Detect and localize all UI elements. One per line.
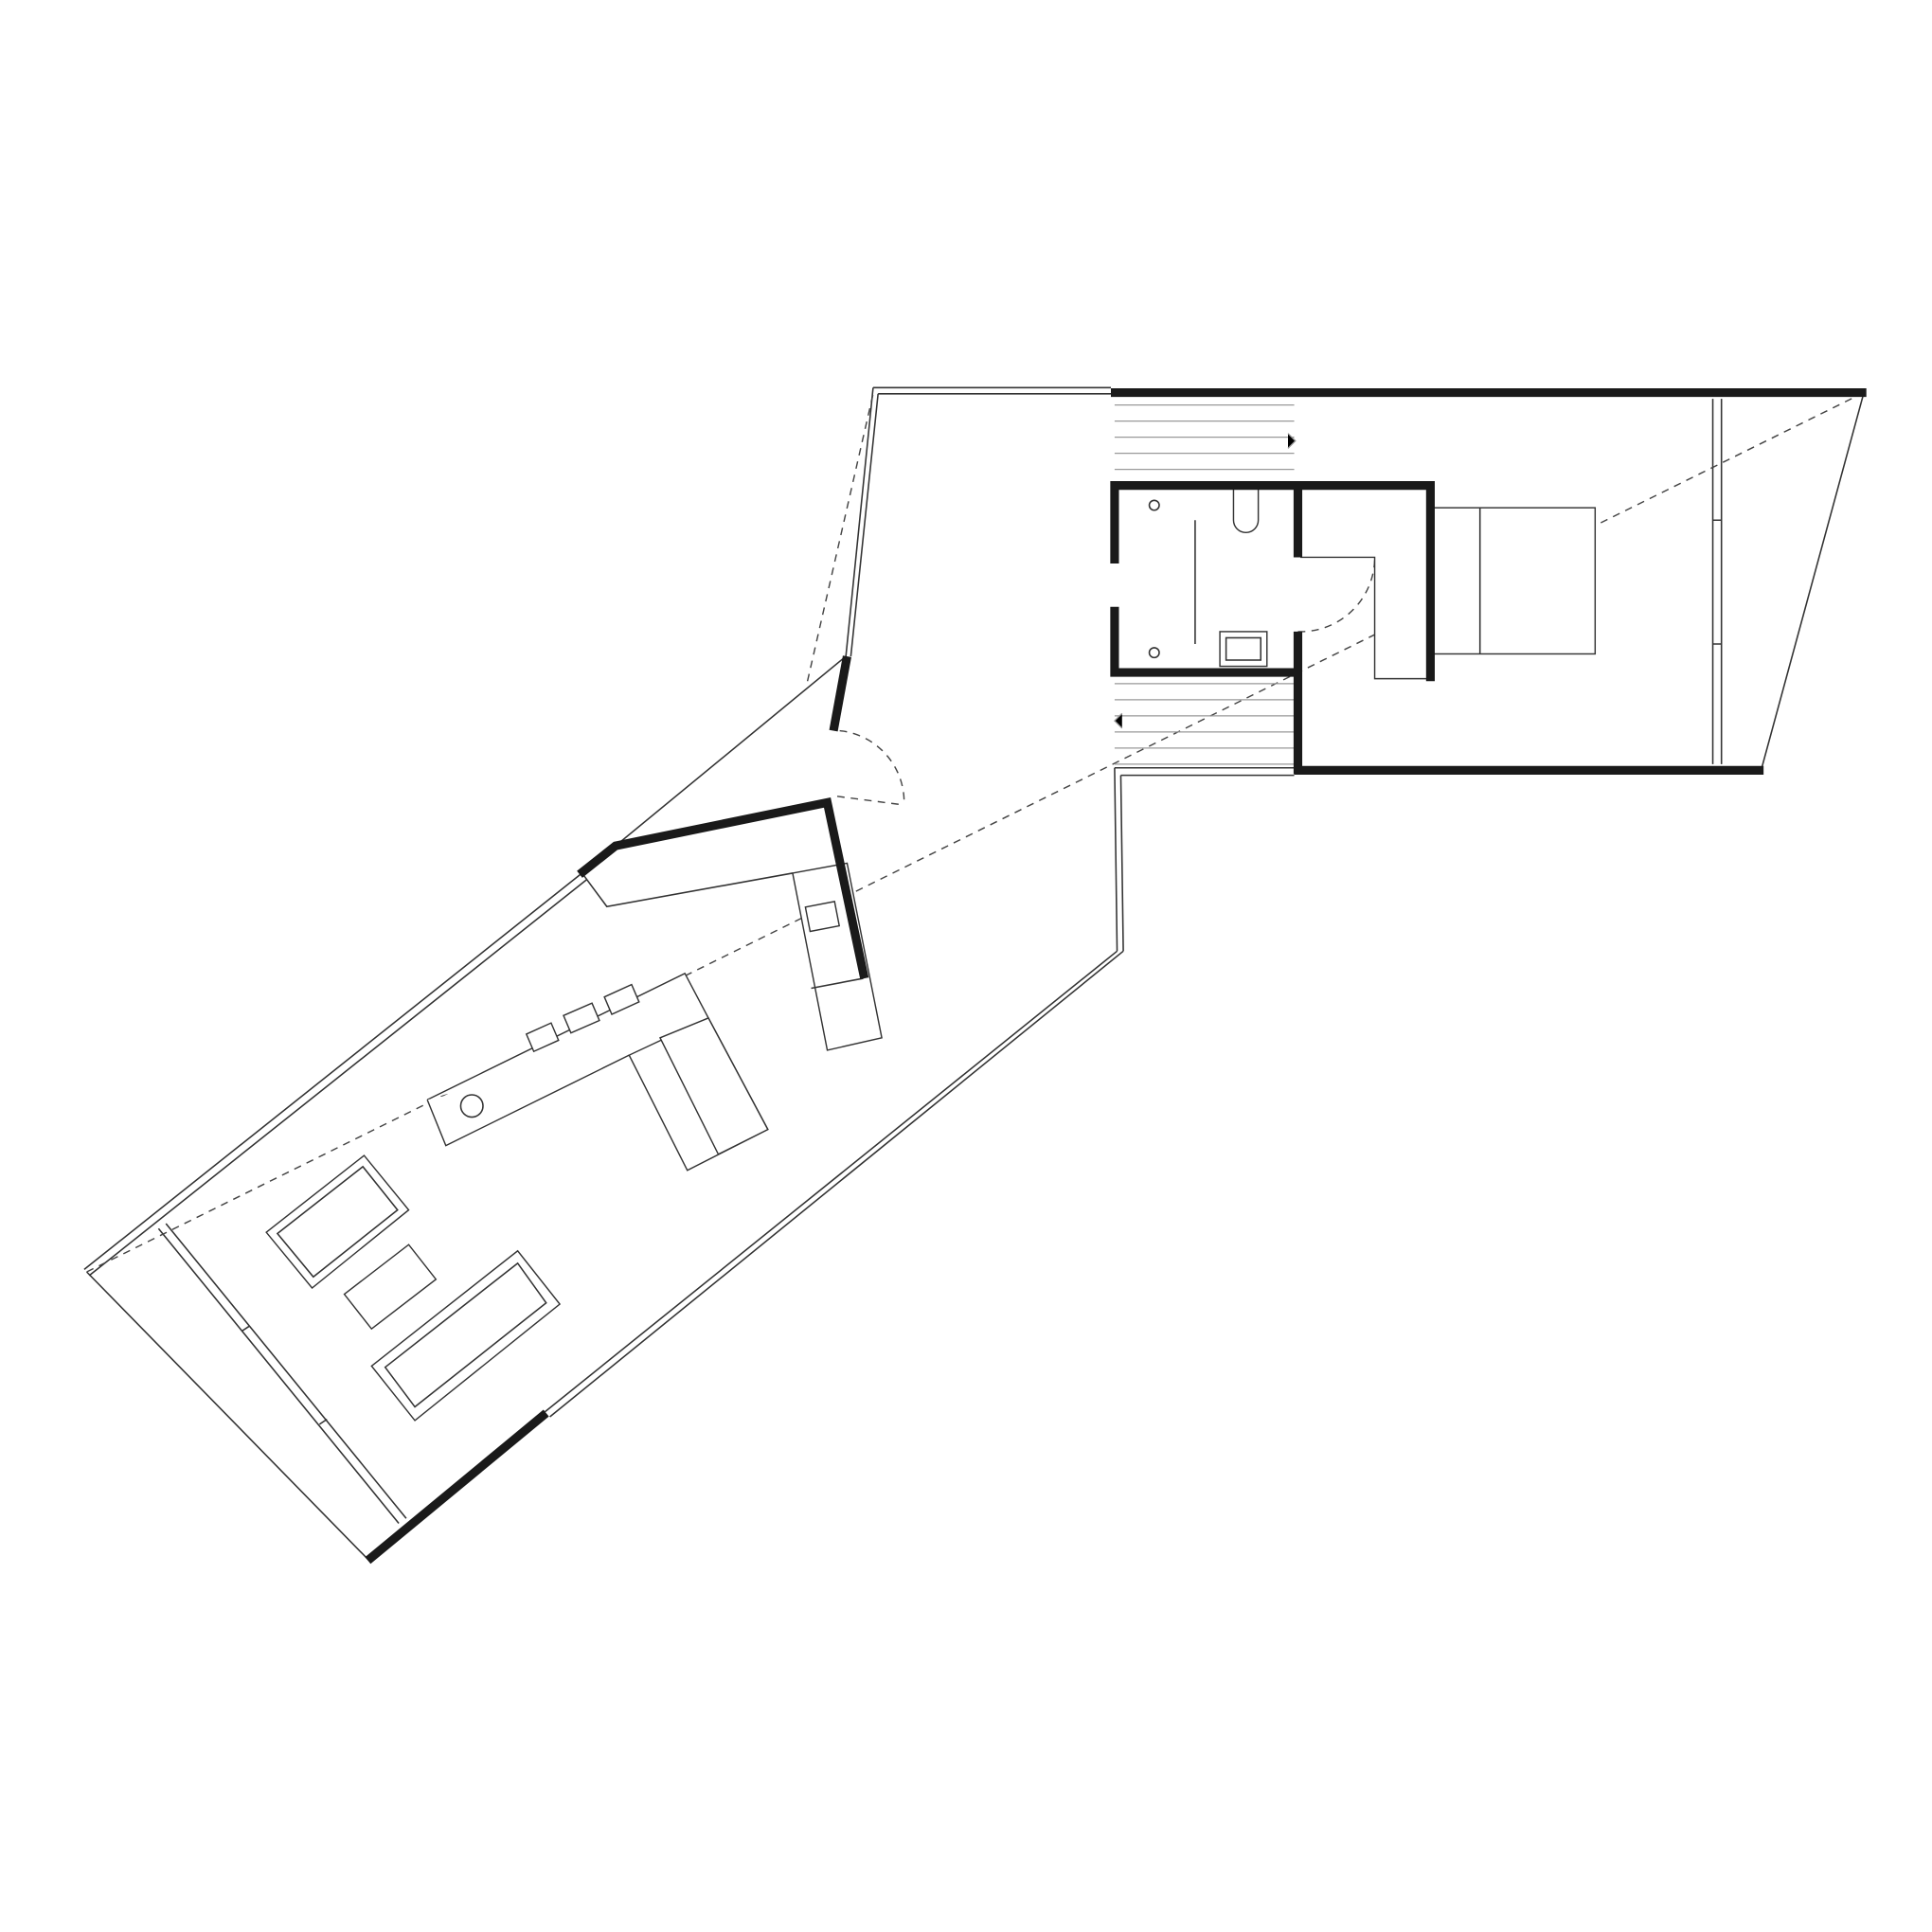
sofa: [370, 1249, 562, 1422]
walls: [365, 387, 1867, 1565]
stair-arrow-icon: [1113, 712, 1123, 729]
bed: [1429, 507, 1597, 655]
kitchen-sink: [804, 901, 841, 933]
stair-arrow-icon: [1287, 433, 1297, 449]
bathroom-sink: [1219, 631, 1268, 668]
dashed-lines: [86, 391, 1865, 1273]
toilet: [1232, 485, 1260, 534]
coffee-table: [343, 1243, 438, 1331]
kitchen-counter: [792, 862, 883, 1051]
armchair: [265, 1154, 410, 1290]
furniture: [265, 485, 1597, 1422]
bench: [659, 1017, 769, 1155]
closet: [1300, 556, 1429, 680]
outline-thin-lines: [83, 386, 1865, 1562]
stairs: (function(){ const g=document.currentScr…: [1113, 403, 1297, 765]
